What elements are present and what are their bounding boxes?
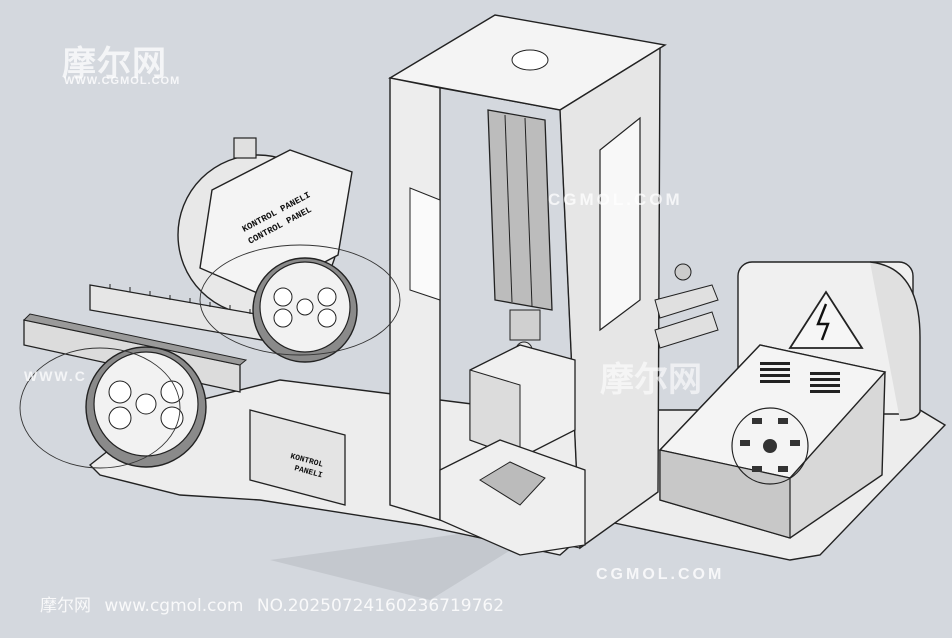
sketch-circle-left bbox=[19, 347, 181, 469]
watermark-center: 摩尔网 bbox=[600, 360, 702, 400]
watermark-url-left: WWW.C bbox=[24, 368, 87, 384]
floor-shadow bbox=[270, 470, 640, 600]
vertical-tower-frame bbox=[388, 14, 667, 550]
watermark-url-right: CGMOL.COM bbox=[548, 190, 683, 209]
sketch-circle-upper bbox=[199, 244, 401, 356]
control-panel-box: KONTROL PANELI bbox=[249, 409, 346, 506]
sliding-carriage bbox=[469, 344, 576, 459]
watermark-url-bottom: CGMOL.COM bbox=[596, 566, 725, 583]
footer-site-name: 摩尔网 bbox=[40, 596, 91, 616]
footer-number: NO.20250724160236719762 bbox=[256, 596, 505, 616]
footer-credit: 摩尔网 www.cgmol.com NO.2025072416023671976… bbox=[40, 591, 512, 616]
watermark-logo: 摩尔网 bbox=[62, 44, 167, 84]
tower-window bbox=[599, 116, 641, 332]
guide-rails bbox=[654, 263, 719, 349]
spur-gear-small bbox=[252, 257, 358, 363]
fan-grille-icon bbox=[731, 407, 809, 485]
linear-actuator bbox=[487, 109, 553, 359]
workpiece-holder bbox=[439, 439, 586, 556]
footer-url: www.cgmol.com bbox=[104, 596, 244, 616]
high-voltage-warning-icon bbox=[788, 290, 864, 349]
spur-gear-large bbox=[85, 346, 207, 468]
power-supply-unit bbox=[658, 344, 887, 539]
watermark-logo-url: WWW.CGMOL.COM bbox=[64, 75, 181, 87]
connector-block bbox=[233, 137, 257, 159]
